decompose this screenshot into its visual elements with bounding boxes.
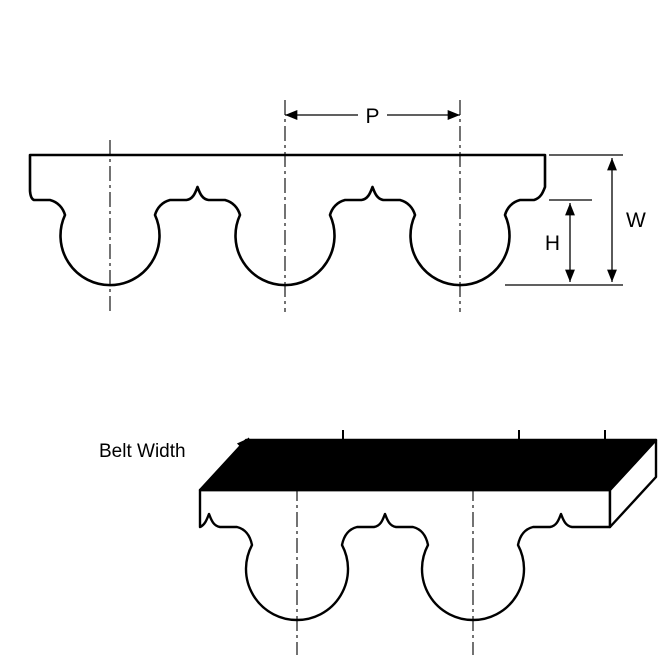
pitch-dimension: P [285, 102, 460, 128]
pitch-label: P [365, 105, 379, 128]
pitch-label-bg [358, 102, 387, 128]
width-dimension: W [505, 154, 646, 286]
isometric-view: Belt Width [99, 430, 658, 655]
width-label: W [626, 209, 646, 232]
belt-width-arrow [211, 437, 250, 478]
belt-width-callout: Belt Width [99, 437, 250, 478]
belt-top-face [198, 438, 658, 492]
belt-front-face [198, 488, 612, 622]
height-label: H [545, 232, 560, 255]
belt-width-label: Belt Width [99, 441, 186, 462]
belt-profile-path [28, 153, 547, 287]
height-dimension: H [545, 199, 592, 282]
profile-view: P W H [28, 100, 646, 312]
